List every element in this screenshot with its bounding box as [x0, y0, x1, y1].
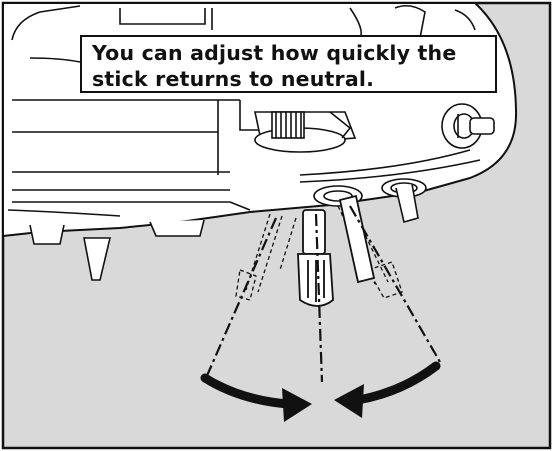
trim-wheel: [255, 112, 355, 152]
callout-text: You can adjust how quickly the stick ret…: [92, 40, 495, 92]
callout-box: You can adjust how quickly the stick ret…: [80, 35, 497, 93]
